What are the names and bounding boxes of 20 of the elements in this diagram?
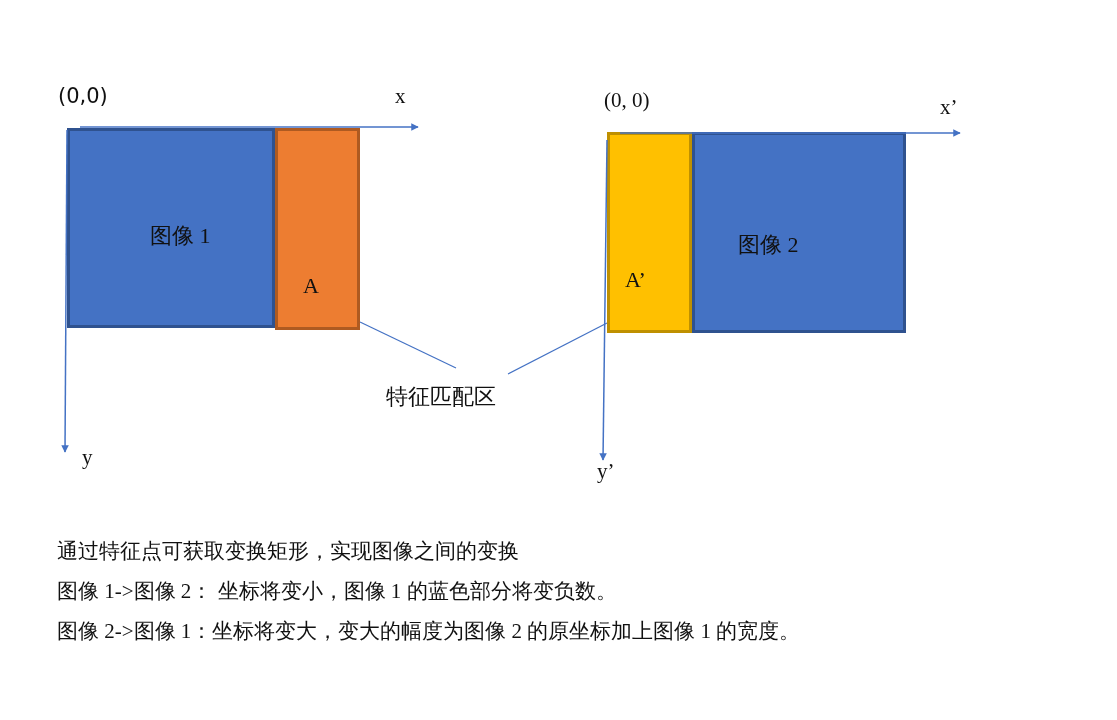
region-label: 特征匹配区: [386, 382, 496, 412]
axis-label: x’: [940, 96, 958, 120]
leader-line: [359, 321, 457, 369]
image-rectangle: [67, 128, 275, 328]
axis-origin-label: (0, 0): [604, 89, 650, 113]
image-rectangle: [692, 132, 906, 333]
note-text: 通过特征点可获取变换矩形，实现图像之间的变换: [57, 540, 519, 564]
region-rectangle: [607, 132, 692, 333]
leader-line: [507, 322, 608, 375]
axis-label: y’: [597, 460, 615, 484]
axis-origin-label: (0,0): [58, 85, 108, 109]
box-title: A’: [625, 268, 646, 293]
axis-label: y: [82, 446, 93, 470]
box-title: 图像 1: [150, 224, 211, 249]
region-rectangle: [275, 128, 360, 330]
box-title: A: [303, 274, 319, 299]
note-text: 图像 2->图像 1：坐标将变大，变大的幅度为图像 2 的原坐标加上图像 1 的宽度。: [57, 620, 801, 644]
note-text: 图像 1->图像 2： 坐标将变小，图像 1 的蓝色部分将变负数。: [57, 580, 617, 604]
box-title: 图像 2: [738, 233, 799, 258]
axis-label: x: [395, 85, 406, 109]
